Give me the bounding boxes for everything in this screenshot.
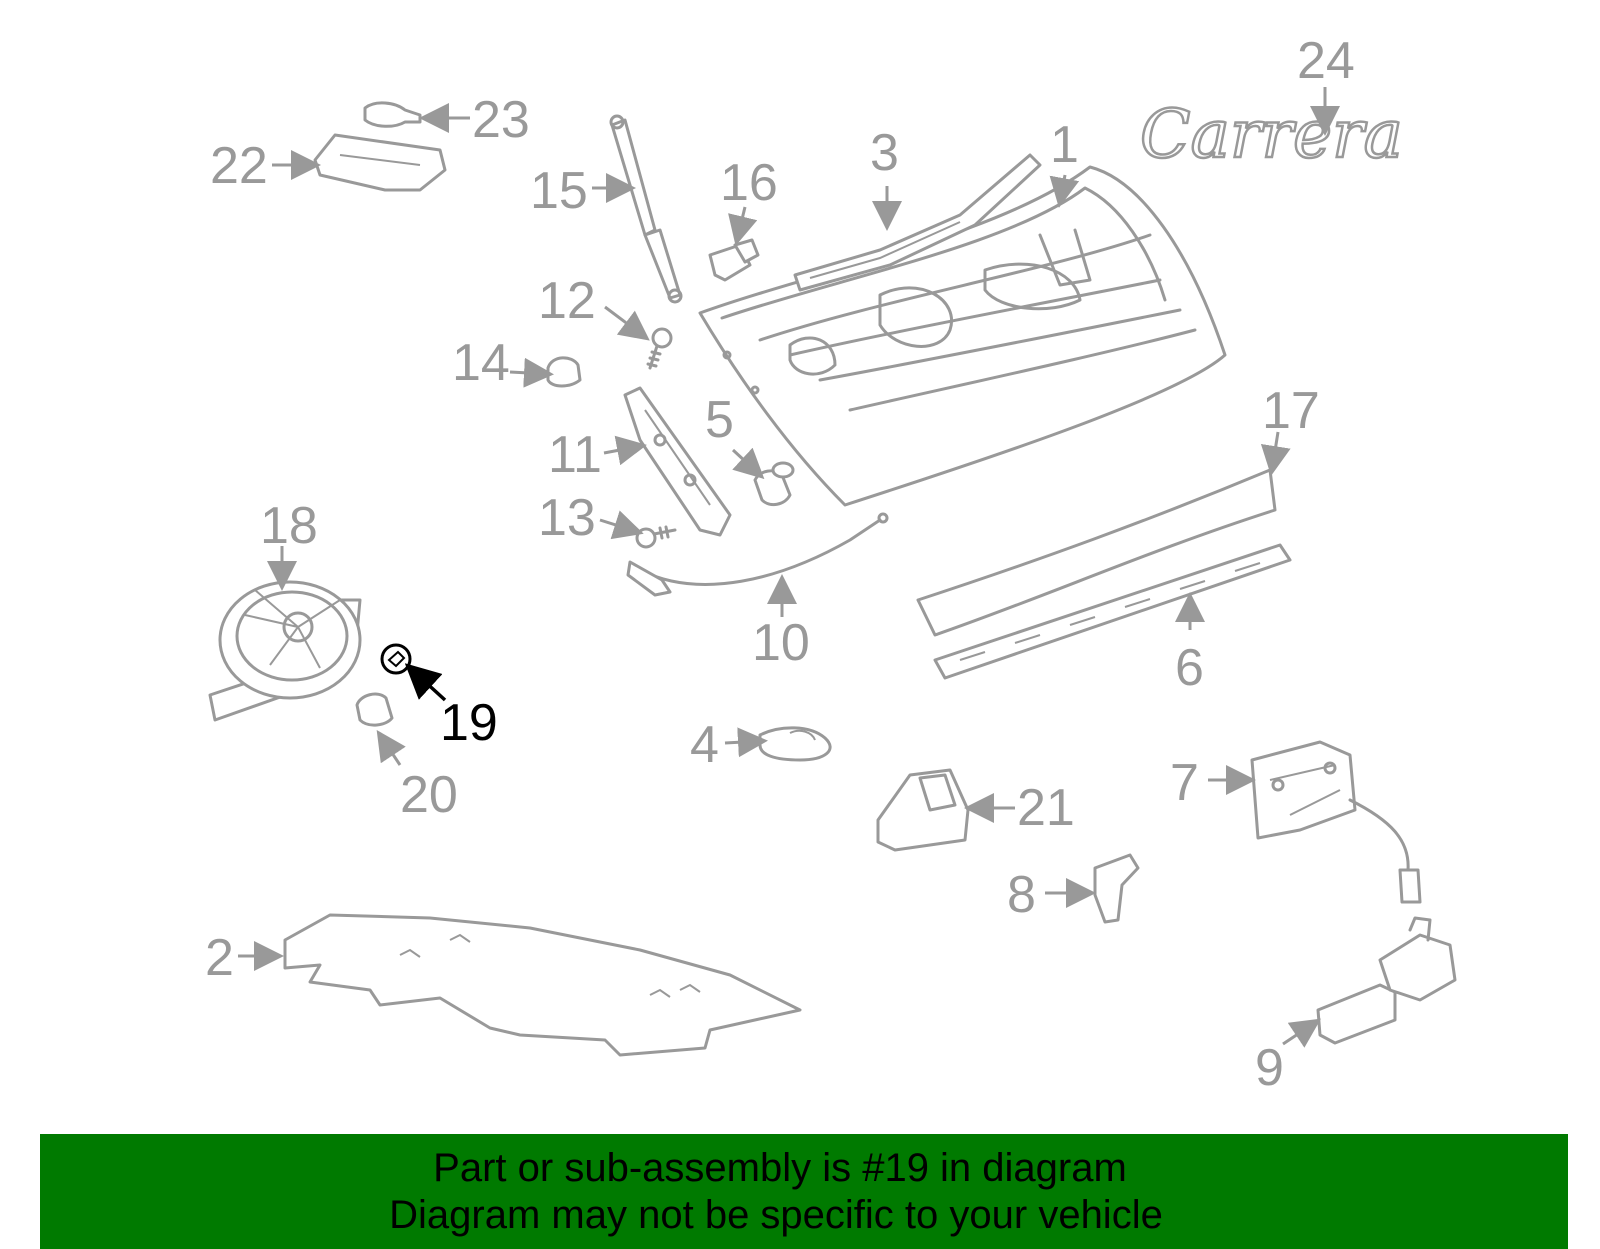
leader-19 (404, 663, 447, 702)
part-19-highlighted (380, 643, 412, 675)
part-3-seal (793, 153, 1042, 292)
part-22-light-housing (313, 133, 447, 192)
part-14-bump-stop (546, 356, 582, 388)
callout-14: 14 (452, 334, 510, 392)
part-20-cap (355, 692, 394, 727)
callout-17: 17 (1262, 382, 1320, 440)
callout-5: 5 (705, 391, 734, 449)
leader-11 (603, 435, 647, 466)
callout-13: 13 (538, 489, 596, 547)
callout-2: 2 (205, 929, 234, 987)
leader-16 (728, 206, 758, 246)
callout-11: 11 (548, 426, 602, 484)
leader-4 (724, 727, 768, 758)
part-5-buffer (753, 461, 795, 507)
leader-13 (599, 510, 644, 540)
leader-arrows (238, 87, 1340, 1048)
callout-16: 16 (720, 154, 778, 212)
callout-9: 9 (1255, 1039, 1284, 1097)
callout-8: 8 (1007, 866, 1036, 924)
callout-labels: 1 2 3 4 5 6 7 8 9 10 11 12 13 14 15 16 1… (205, 32, 1355, 1097)
leader-14 (509, 357, 554, 388)
part-4-grommet (758, 726, 832, 762)
leader-9 (1282, 1018, 1321, 1048)
leader-20 (376, 730, 406, 766)
leader-1 (1049, 174, 1080, 208)
part-23-bulb (363, 101, 422, 128)
leader-17 (1260, 431, 1291, 476)
callout-3: 3 (870, 124, 899, 182)
callout-6: 6 (1175, 639, 1204, 697)
part-12-bolt (646, 327, 673, 370)
callout-21: 21 (1017, 779, 1075, 837)
part-7-latch (1250, 740, 1422, 904)
callout-24: 24 (1297, 32, 1355, 90)
callout-4: 4 (690, 716, 719, 774)
part-16-connector (708, 238, 760, 282)
callout-22: 22 (210, 137, 268, 195)
part-2-insulation-pad (283, 913, 802, 1057)
part-6-grille-strip (933, 543, 1292, 680)
part-18-fan (208, 580, 362, 722)
part-9-lock-cylinder (1316, 916, 1457, 1045)
info-banner: Part or sub-assembly is #19 in diagram D… (40, 1134, 1568, 1249)
callout-19: 19 (440, 694, 498, 752)
part-24-badge: Carrera (1139, 95, 1404, 175)
part-10-cable (626, 512, 889, 597)
callout-10: 10 (752, 614, 810, 672)
carrera-badge-text: Carrera (1140, 96, 1403, 173)
callout-15: 15 (530, 162, 588, 220)
callout-7: 7 (1170, 754, 1199, 812)
callout-12: 12 (538, 272, 596, 330)
part-13-bolt (635, 525, 677, 549)
callout-18: 18 (260, 497, 318, 555)
callout-23: 23 (472, 91, 530, 149)
leader-12 (604, 305, 650, 341)
part-15-gas-strut (609, 114, 683, 304)
callout-1: 1 (1050, 116, 1079, 174)
part-11-hinge (623, 386, 732, 537)
part-21-cover (876, 768, 970, 852)
callout-20: 20 (400, 766, 458, 824)
banner-disclaimer: Diagram may not be specific to your vehi… (389, 1193, 1163, 1237)
banner-part-note: Part or sub-assembly is #19 in diagram (433, 1146, 1127, 1190)
part-8-bracket (1093, 853, 1140, 924)
part-17-trim-panel (916, 468, 1277, 637)
leader-5 (731, 447, 765, 480)
